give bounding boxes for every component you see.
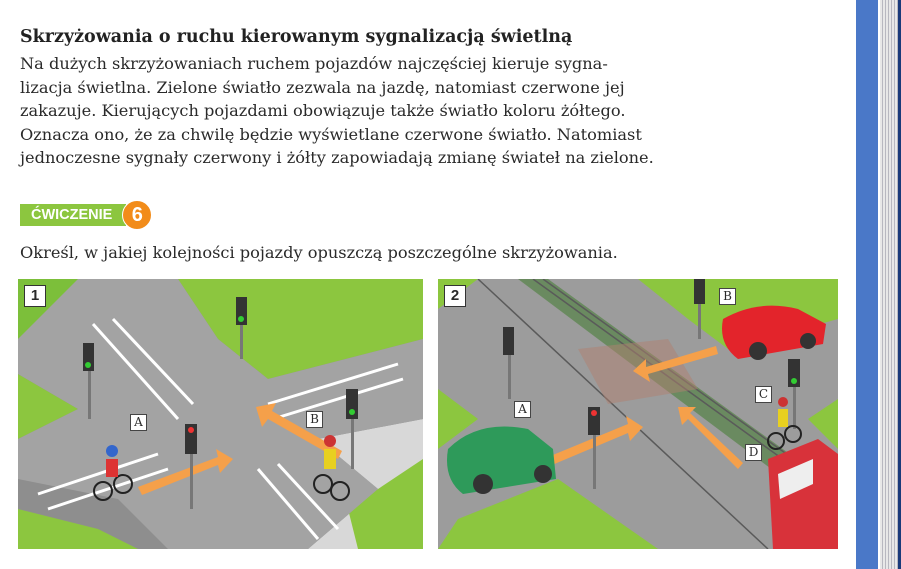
page-edge-dark — [898, 0, 901, 569]
vehicle-label: B — [306, 411, 323, 428]
traffic-light-icon — [694, 279, 705, 339]
cyclist-a-icon — [93, 445, 133, 501]
vehicle-label: D — [745, 444, 762, 461]
exercise-instruction: Określ, w jakiej kolejności pojazdy opus… — [20, 243, 618, 262]
cyclist-b-icon — [313, 435, 350, 501]
car-b-icon — [722, 305, 826, 360]
arrow-cd — [678, 407, 743, 469]
figure-number: 1 — [24, 285, 46, 307]
paragraph-line: Na dużych skrzyżowaniach ruchem pojazdów… — [20, 54, 608, 73]
cyclist-c-icon — [767, 397, 802, 450]
vehicle-label: B — [719, 288, 736, 305]
exercise-label: ĆWICZENIE — [20, 204, 127, 226]
section-title: Skrzyżowania o ruchu kierowanym sygnaliz… — [20, 27, 573, 47]
paragraph-line: lizacja świetlna. Zielone światło zezwal… — [20, 77, 625, 97]
exercise-number: 6 — [122, 200, 153, 230]
traffic-light-icon — [83, 343, 94, 419]
section-paragraph: Na dużych skrzyżowaniach ruchem pojazdów… — [20, 52, 654, 170]
intersection-illustration-2 — [438, 279, 838, 549]
paragraph-line: Oznacza ono, że za chwilę będzie wyświet… — [20, 124, 642, 144]
traffic-light-icon — [788, 359, 800, 429]
exercise-badge: ĆWICZENIE 6 — [20, 200, 153, 230]
paragraph-line: zakazuje. Kierujących pojazdami obowiązu… — [20, 101, 626, 120]
arrow-a — [138, 449, 233, 495]
traffic-light-icon — [185, 424, 197, 509]
intersection-illustration-1 — [18, 279, 423, 549]
page-edge-stripes — [880, 0, 898, 569]
figure-intersection-1: 1 A B — [18, 279, 423, 549]
traffic-light-icon — [346, 389, 358, 469]
arrow-b — [256, 403, 342, 459]
car-a-icon — [447, 426, 556, 494]
traffic-light-icon — [588, 407, 600, 489]
vehicle-label: A — [130, 414, 147, 431]
traffic-light-icon — [236, 297, 247, 359]
figure-intersection-2: 2 A B C D — [438, 279, 838, 549]
page-edge-band — [856, 0, 878, 569]
tram-d-icon — [768, 439, 838, 549]
traffic-light-icon — [503, 327, 514, 399]
vehicle-label: A — [514, 401, 531, 418]
vehicle-label: C — [755, 386, 772, 403]
paragraph-line: jednoczesne sygnały czerwony i żółty zap… — [20, 148, 654, 167]
figure-number: 2 — [444, 285, 466, 307]
arrow-b — [633, 346, 718, 382]
